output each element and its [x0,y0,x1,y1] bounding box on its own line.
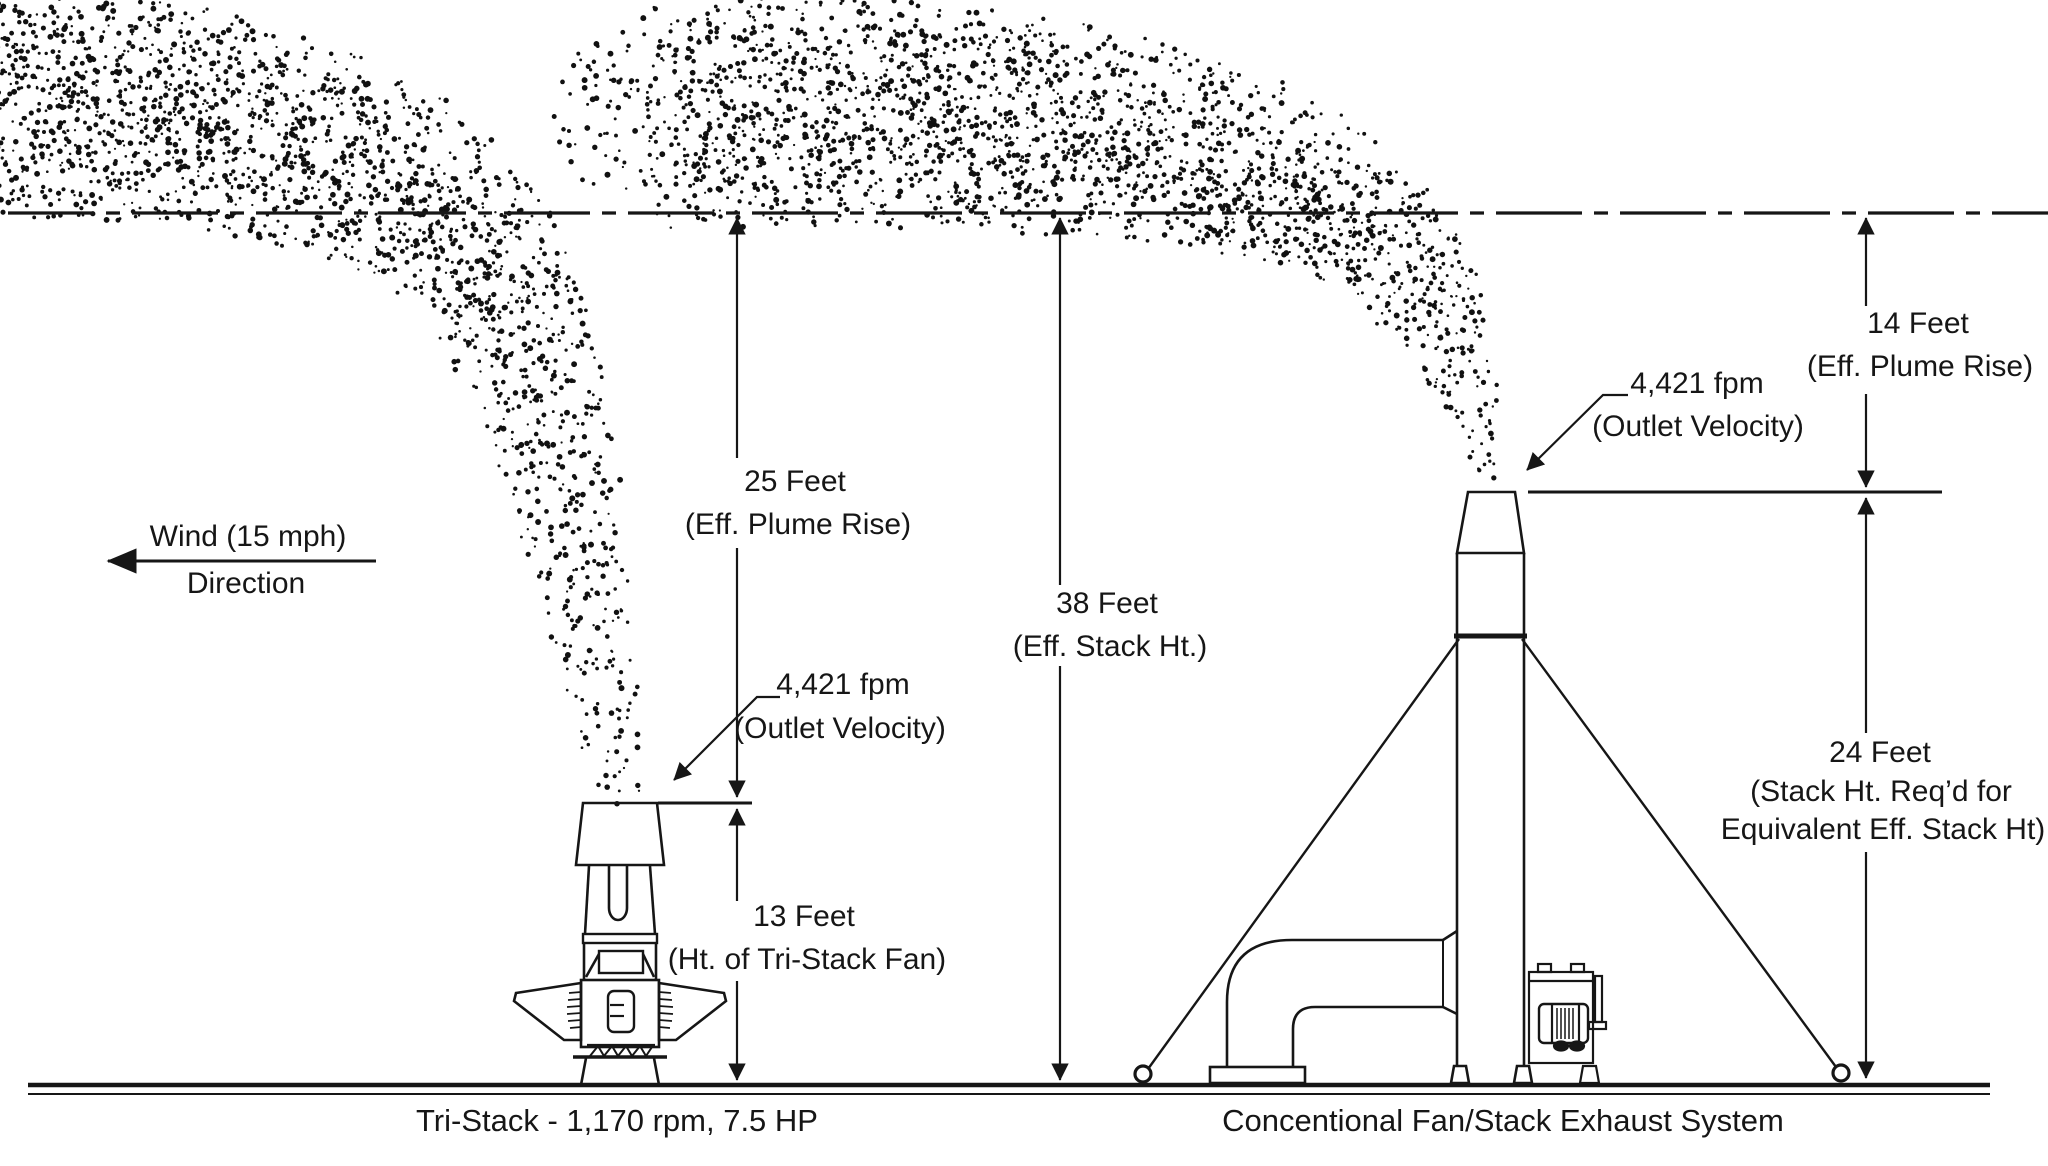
wind-label-line1: Wind (15 mph) [150,520,347,553]
fan-motor-assembly [1527,962,1608,1085]
conventional-caption: Concentional Fan/Stack Exhaust System [1222,1103,1784,1138]
right-plume-rise-value: 14 Feet [1867,307,1969,340]
right-outlet-velocity-value: 4,421 fpm [1630,367,1763,400]
right-eff-stack-height-note: (Eff. Stack Ht.) [1013,630,1208,663]
right-required-stack-height-note1: (Stack Ht. Req’d for [1750,775,2012,808]
right-eff-stack-height-value: 38 Feet [1056,587,1158,620]
tri-stack-dimensions [658,217,780,1081]
ground-line [28,1082,1990,1095]
left-fan-height-note: (Ht. of Tri-Stack Fan) [668,943,946,976]
left-plume-rise-note: (Eff. Plume Rise) [685,508,911,541]
right-plume-rise-note: (Eff. Plume Rise) [1807,350,2033,383]
right-required-stack-height-note2: Equivalent Eff. Stack Ht) [1721,813,2046,846]
right-required-stack-height-value: 24 Feet [1829,736,1931,769]
left-plume-rise-value: 25 Feet [744,465,846,498]
tri-stack-caption: Tri-Stack - 1,170 rpm, 7.5 HP [416,1103,818,1138]
conventional-stack-dimensions [1051,217,1942,1081]
conventional-stack-plume [551,0,1499,481]
left-outlet-velocity-note: (Outlet Velocity) [734,712,946,745]
conventional-stack-drawing [1133,490,1851,1085]
right-outlet-velocity-note: (Outlet Velocity) [1592,410,1804,443]
wind-label-line2: Direction [187,567,305,600]
tri-stack-plume [0,0,641,807]
tri-stack-fan-drawing [512,801,728,1086]
wing-louvers [566,991,674,1029]
left-outlet-velocity-value: 4,421 fpm [776,668,909,701]
left-fan-height-value: 13 Feet [753,900,855,933]
